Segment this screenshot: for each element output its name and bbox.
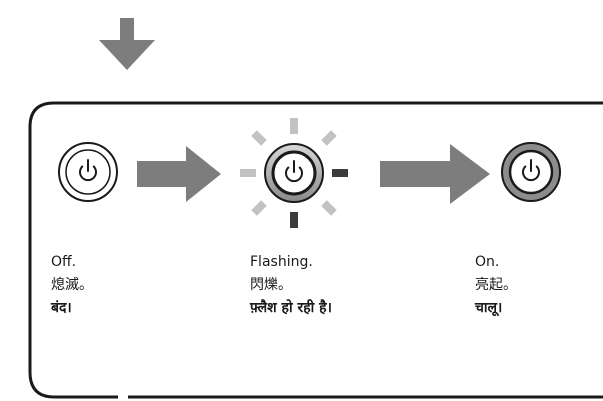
panel-frame [28, 101, 603, 399]
state-label-off: Off. 熄滅。 बंद। [51, 251, 93, 320]
state-label-en: On. [475, 254, 500, 270]
state-label-zh: 閃爍。 [250, 277, 292, 293]
state-label-zh: 熄滅。 [51, 277, 93, 293]
power-button-off [58, 142, 118, 202]
state-label-zh: 亮起。 [475, 277, 517, 293]
panel-frame-gap [118, 394, 128, 400]
arrow-down-icon [99, 18, 155, 70]
power-icon [285, 160, 303, 183]
state-label-hi: बंद। [51, 300, 72, 316]
power-icon [522, 159, 540, 182]
power-button-flashing [264, 143, 324, 203]
power-icon [79, 159, 97, 182]
state-label-hi: चालू। [475, 300, 503, 316]
arrow-right-icon [137, 146, 221, 202]
state-label-on: On. 亮起。 चालू। [475, 251, 517, 320]
power-button-on [501, 142, 561, 202]
state-label-flashing: Flashing. 閃爍。 फ़्लैश हो रही है। [250, 251, 332, 320]
flash-rays-icon [240, 118, 348, 228]
state-label-en: Flashing. [250, 254, 313, 270]
state-label-en: Off. [51, 254, 77, 270]
state-label-hi: फ़्लैश हो रही है। [250, 300, 332, 316]
arrow-right-icon [380, 144, 490, 204]
